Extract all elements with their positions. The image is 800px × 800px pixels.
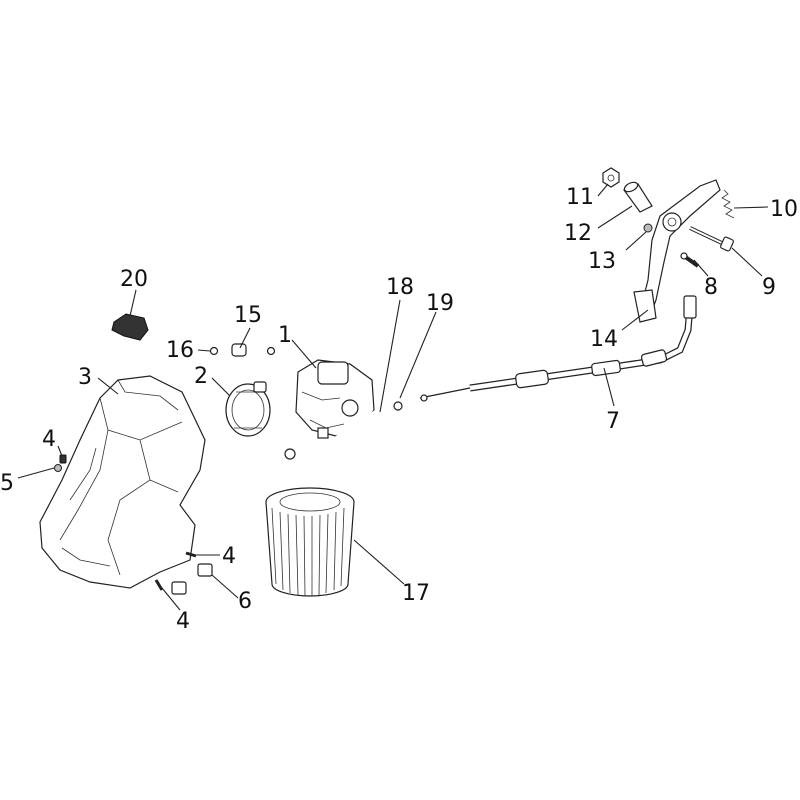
leader-18 <box>379 299 401 413</box>
washer-left <box>54 464 62 472</box>
callout-3: 3 <box>78 365 92 390</box>
callout-1: 1 <box>278 323 292 348</box>
callout-8: 8 <box>704 275 718 300</box>
leader-10 <box>733 206 769 209</box>
callout-4c: 4 <box>176 609 190 634</box>
leader-15 <box>239 327 251 349</box>
callout-2: 2 <box>194 364 208 389</box>
fuel-hose <box>284 406 388 463</box>
leader-1 <box>291 339 317 369</box>
bush <box>643 223 653 233</box>
leader-3 <box>97 377 119 395</box>
small-ring <box>393 401 403 411</box>
screw-mid <box>185 551 197 558</box>
callout-20: 20 <box>120 267 148 292</box>
callout-7: 7 <box>606 409 620 434</box>
callout-14: 14 <box>590 327 618 352</box>
callout-17: 17 <box>402 581 430 606</box>
nut-clip-lower <box>171 581 187 595</box>
leader-13 <box>625 231 647 251</box>
callout-4b: 4 <box>222 544 236 569</box>
callout-6: 6 <box>238 589 252 614</box>
leader-lines <box>17 183 769 611</box>
leader-12 <box>597 205 633 229</box>
leader-6 <box>211 574 239 599</box>
leader-14 <box>621 309 649 331</box>
leader-9 <box>731 247 763 277</box>
callout-9: 9 <box>762 275 776 300</box>
leader-2 <box>211 377 231 397</box>
nut-clip-upper <box>197 563 213 577</box>
joint-part <box>231 343 276 357</box>
callout-19: 19 <box>426 291 454 316</box>
throttle-cable <box>419 295 697 402</box>
nut <box>602 167 620 188</box>
callout-11: 11 <box>566 185 594 210</box>
callout-10: 10 <box>770 197 798 222</box>
screw-left <box>59 454 67 464</box>
pivot-bolt <box>689 226 734 252</box>
air-box-housing <box>39 375 206 589</box>
leader-20 <box>129 289 137 317</box>
leader-7 <box>603 367 615 407</box>
callout-5: 5 <box>0 471 14 496</box>
callout-4a: 4 <box>42 427 56 452</box>
callout-labels: 20 15 1 16 2 3 4 5 4 6 4 17 18 19 7 14 1… <box>0 185 798 634</box>
callout-18: 18 <box>386 275 414 300</box>
leader-4a <box>57 445 63 457</box>
sleeve <box>623 181 653 213</box>
accelerator-pedal <box>633 179 721 323</box>
leader-17 <box>353 539 405 585</box>
callout-12: 12 <box>564 221 592 246</box>
leader-16 <box>197 349 211 352</box>
return-spring <box>721 189 735 219</box>
leader-11 <box>597 183 609 197</box>
screw <box>680 252 700 268</box>
callout-13: 13 <box>588 249 616 274</box>
callout-15: 15 <box>234 303 262 328</box>
hose-clamp <box>225 381 271 437</box>
leader-4c <box>161 587 181 611</box>
air-filter-element <box>265 487 355 597</box>
callout-16: 16 <box>166 338 194 363</box>
leader-5 <box>17 467 55 479</box>
clip-part <box>111 313 149 341</box>
leader-8 <box>693 259 709 277</box>
screw-lower <box>154 579 164 591</box>
leader-19 <box>399 311 437 399</box>
carburetor <box>295 359 375 439</box>
small-clamp <box>209 346 219 356</box>
